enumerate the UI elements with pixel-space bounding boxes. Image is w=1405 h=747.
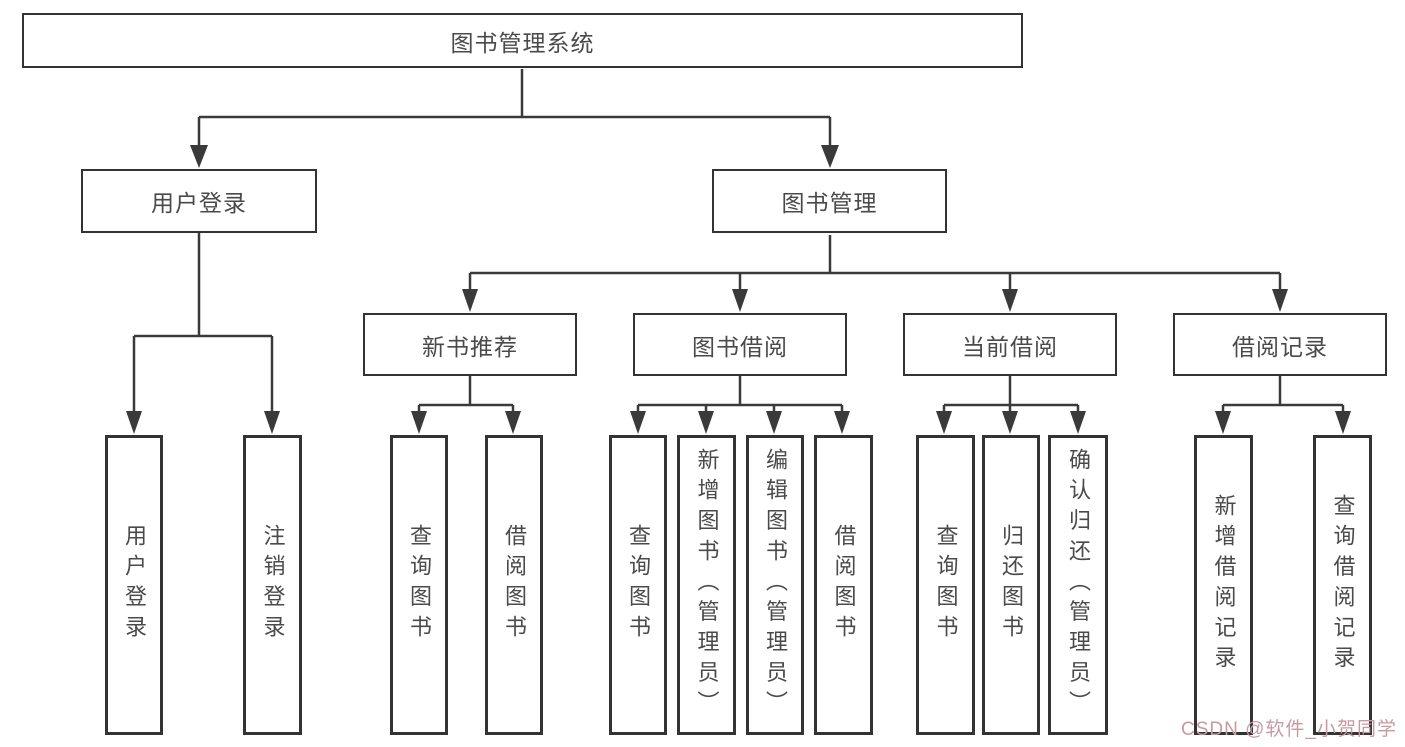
leaf-logout: 注销登录 <box>243 435 302 735</box>
node-user-login: 用户登录 <box>81 169 317 233</box>
node-new-book-recommend-label: 新书推荐 <box>422 333 518 360</box>
leaf-query-borrow-record: 查询借阅记录 <box>1313 435 1372 735</box>
node-borrow-records-label: 借阅记录 <box>1232 333 1328 360</box>
leaf-add-book-admin: 新增图书（管理员） <box>677 435 736 735</box>
node-book-management: 图书管理 <box>712 169 947 233</box>
leaf-borrow-books-2-label: 借阅图书 <box>831 524 857 646</box>
node-book-borrow: 图书借阅 <box>633 313 847 376</box>
node-root: 图书管理系统 <box>22 13 1023 68</box>
leaf-edit-book-admin-label: 编辑图书（管理员） <box>763 448 788 722</box>
leaf-borrow-books-1-label: 借阅图书 <box>502 524 527 646</box>
node-book-management-label: 图书管理 <box>781 190 878 216</box>
leaf-user-login: 用户登录 <box>105 435 163 735</box>
node-root-label: 图书管理系统 <box>450 29 595 56</box>
leaf-return-books: 归还图书 <box>982 435 1040 735</box>
leaf-logout-label: 注销登录 <box>260 524 286 646</box>
node-book-borrow-label: 图书借阅 <box>692 333 788 360</box>
leaf-borrow-books-2: 借阅图书 <box>814 435 873 735</box>
node-new-book-recommend: 新书推荐 <box>363 313 577 376</box>
leaf-edit-book-admin: 编辑图书（管理员） <box>746 435 804 735</box>
leaf-query-books-1-label: 查询图书 <box>407 524 432 646</box>
csdn-watermark: CSDN @软件_小贺同学 <box>1181 719 1397 740</box>
leaf-confirm-return-admin-label: 确认归还（管理员） <box>1066 448 1091 722</box>
leaf-return-books-label: 归还图书 <box>999 524 1024 646</box>
leaf-user-login-label: 用户登录 <box>122 524 147 646</box>
node-borrow-records: 借阅记录 <box>1173 313 1387 376</box>
leaf-add-borrow-record-label: 新增借阅记录 <box>1211 493 1237 677</box>
leaf-query-books-3-label: 查询图书 <box>933 524 959 646</box>
leaf-query-books-1: 查询图书 <box>390 435 448 735</box>
leaf-confirm-return-admin: 确认归还（管理员） <box>1048 435 1108 735</box>
leaf-query-books-3: 查询图书 <box>916 435 975 735</box>
leaf-query-books-2: 查询图书 <box>609 435 667 735</box>
node-current-borrow-label: 当前借阅 <box>962 333 1058 360</box>
leaf-query-borrow-record-label: 查询借阅记录 <box>1330 493 1356 677</box>
leaf-add-borrow-record: 新增借阅记录 <box>1194 435 1253 735</box>
leaf-query-books-2-label: 查询图书 <box>626 524 651 646</box>
leaf-borrow-books-1: 借阅图书 <box>485 435 543 735</box>
node-current-borrow: 当前借阅 <box>903 313 1117 376</box>
leaf-add-book-admin-label: 新增图书（管理员） <box>694 448 720 722</box>
node-user-login-label: 用户登录 <box>151 190 247 216</box>
